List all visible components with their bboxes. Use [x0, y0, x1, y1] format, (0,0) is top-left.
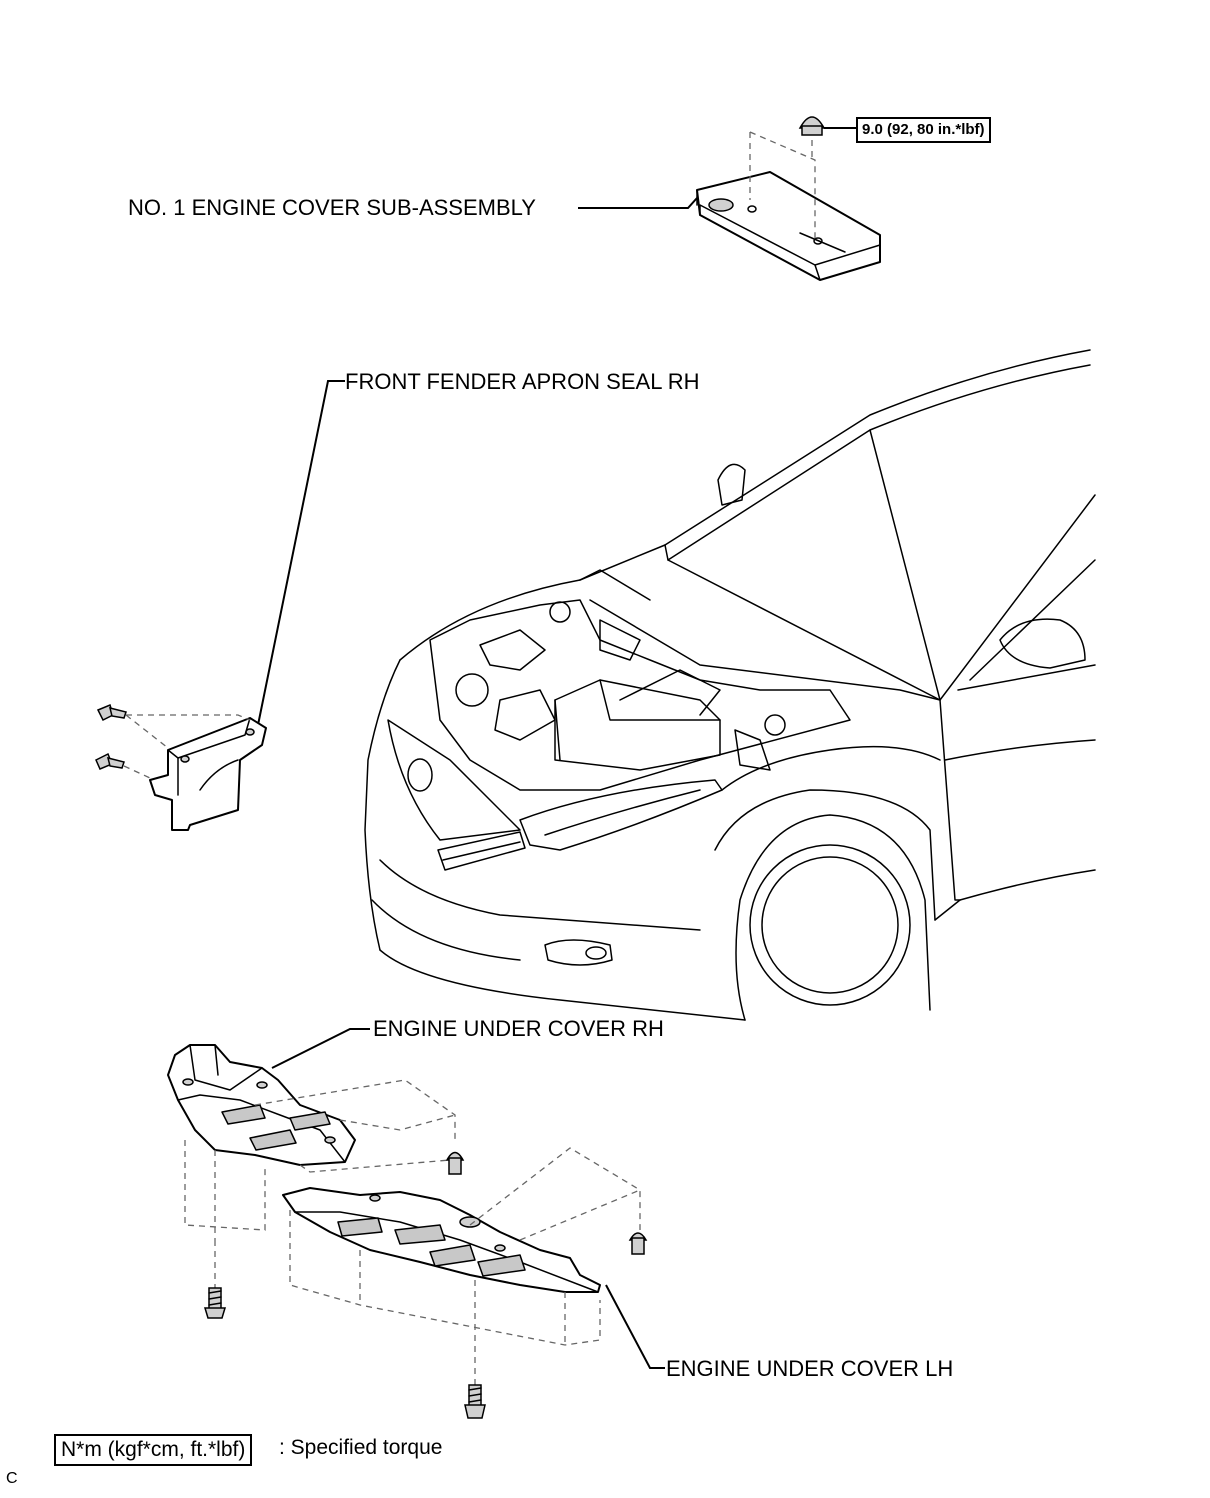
under-cover-lh-dashes — [289, 1147, 641, 1385]
under-cover-rh-dashes — [184, 1079, 456, 1240]
engine-cover-part — [696, 171, 881, 281]
apron-seal-dashes — [123, 714, 251, 779]
under-cover-bolt-center — [464, 1384, 486, 1419]
apron-seal-bolts — [95, 703, 127, 770]
under-cover-bolt-left — [203, 1240, 227, 1319]
legend-description: : Specified torque — [279, 1436, 443, 1459]
label-under-cover-rh: ENGINE UNDER COVER RH — [373, 1016, 664, 1041]
engine-cover-leader — [578, 197, 698, 209]
under-cover-lh-part — [282, 1187, 601, 1293]
engine-cover-torque-spec: 9.0 (92, 80 in.*lbf) — [856, 117, 991, 143]
engine-cover-dashes — [749, 131, 816, 240]
under-cover-lh-leader — [605, 1284, 665, 1369]
label-apron-seal: FRONT FENDER APRON SEAL RH — [345, 369, 700, 394]
apron-seal-part — [149, 717, 267, 831]
apron-seal-leader — [257, 380, 345, 726]
label-under-cover-lh: ENGINE UNDER COVER LH — [666, 1356, 954, 1381]
under-cover-rh-part — [167, 1044, 356, 1166]
under-cover-rh-leader — [271, 1028, 370, 1069]
corner-mark: C — [6, 1470, 18, 1487]
under-cover-rh-clip — [445, 1151, 465, 1175]
under-cover-lh-clip — [628, 1232, 648, 1255]
vehicle-outline — [364, 349, 1096, 1021]
label-engine-cover: NO. 1 ENGINE COVER SUB-ASSEMBLY — [128, 195, 536, 220]
legend-torque-unit-box: N*m (kgf*cm, ft.*lbf) — [54, 1434, 253, 1466]
engine-cover-nut — [798, 116, 826, 136]
